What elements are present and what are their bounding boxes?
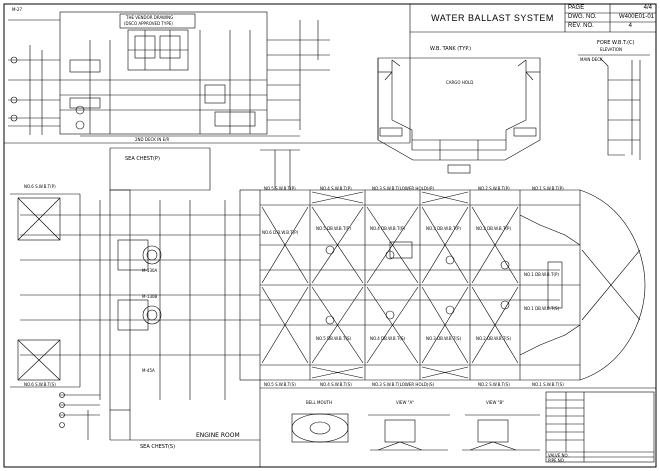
tank-side-p-1: NO.1 S.W.B.T(P) [532,186,564,191]
tank-side-s-3: NO.3 S.W.B.T(LOWER HOLD)(S) [372,382,435,387]
tank-fore-s: NO.1 DB.W.B.T(S) [524,306,560,311]
sea-chest-s-label: SEA CHEST(S) [140,444,176,450]
aft-tank-p-label: NO.6 S.W.B.T(P) [24,184,56,189]
pump-1-label: M-130A [142,268,158,273]
valve-no-label: VALVE NO. [548,453,569,458]
fore-tank-title: FORE W.B.T.(C) [597,40,635,46]
tank-db-s-2: NO.2 DB.W.B.T(S) [476,336,512,341]
main-deck-label: MAIN DECK [580,57,603,62]
drawing-title: WATER BALLAST SYSTEM [431,13,554,23]
tank-side-p-5: NO.5 S.W.B.T(P) [264,186,296,191]
tank-db-p-4: NO.4 DB.W.B.T(P) [370,226,405,231]
tank-side-p-2: NO.2 S.W.B.T(P) [478,186,510,191]
rev-label: REV. NO. [568,23,594,29]
title-block [409,4,656,33]
dwg-label: DWG. NO. [568,14,597,20]
aft-tank-s-label: NO.6 S.W.B.T(S) [24,382,56,387]
hull-tanks [260,189,646,381]
tank-db-s-4: NO.4 DB.W.B.T(S) [370,336,406,341]
sheet-border [3,3,657,468]
tank-db-p-3: NO.3 DB.W.B.T(P) [426,226,461,231]
pump-3-label: M-45A [142,368,155,373]
tank-db-p-2: NO.2 DB.W.B.T(P) [476,226,511,231]
bottom-details [260,387,656,463]
wb-tank-section [377,57,541,174]
view-a-label: VIEW "A" [396,400,415,405]
engine-room-label: ENGINE ROOM [196,432,240,439]
vendor-title: THE VENDOR DRAWING [126,15,174,20]
wb-tank-title: W.B. TANK (TYP.) [430,46,472,52]
tank-side-s-5: NO.5 S.W.B.T(S) [264,382,296,387]
tank-side-s-4: NO.4 S.W.B.T(S) [320,382,352,387]
page-value: 4/4 [643,5,652,11]
tank-db-p-5: NO.5 DB.W.B.T(P) [316,226,351,231]
tank-db-s-3: NO.3 DB.W.B.T(S) [426,336,462,341]
vendor-diagram [8,11,330,137]
pump-2-label: M-130B [142,294,158,299]
deck-label: 2ND DECK IN E/R [135,137,170,142]
tank-side-p-4: NO.4 S.W.B.T(P) [320,186,352,191]
m-label: M-27 [12,7,22,12]
fore-tank-elevation [578,54,650,160]
page-label: PAGE [568,5,585,11]
tank-fore-p: NO.1 DB.W.B.T(P) [524,272,559,277]
vendor-subtitle: (DSCO APPROVED TYPE) [124,21,173,26]
pipe-no-label: PIPE NO. [548,458,566,463]
dwg-value: W400E01-01 [618,14,654,20]
mid-tank-p-label: NO.6 D.B.W.B.T(P) [262,230,299,235]
fore-tank-subtitle: ELEVATION [600,47,622,52]
tank-side-s-1: NO.1 S.W.B.T(S) [532,382,564,387]
rev-value: 4 [628,23,632,29]
bell-mouth-label: BELL MOUTH [306,400,332,405]
tank-side-p-3: NO.3 S.W.B.T(LOWER HOLD)(P) [372,186,434,191]
view-b-label: VIEW "B" [486,400,505,405]
tank-side-s-2: NO.2 S.W.B.T(S) [478,382,510,387]
tank-db-s-5: NO.5 DB.W.B.T(S) [316,336,352,341]
cargo-hold-label: CARGO HOLD [446,80,474,85]
engine-room-area [10,147,300,467]
sea-chest-p-label: SEA CHEST(P) [125,156,160,162]
